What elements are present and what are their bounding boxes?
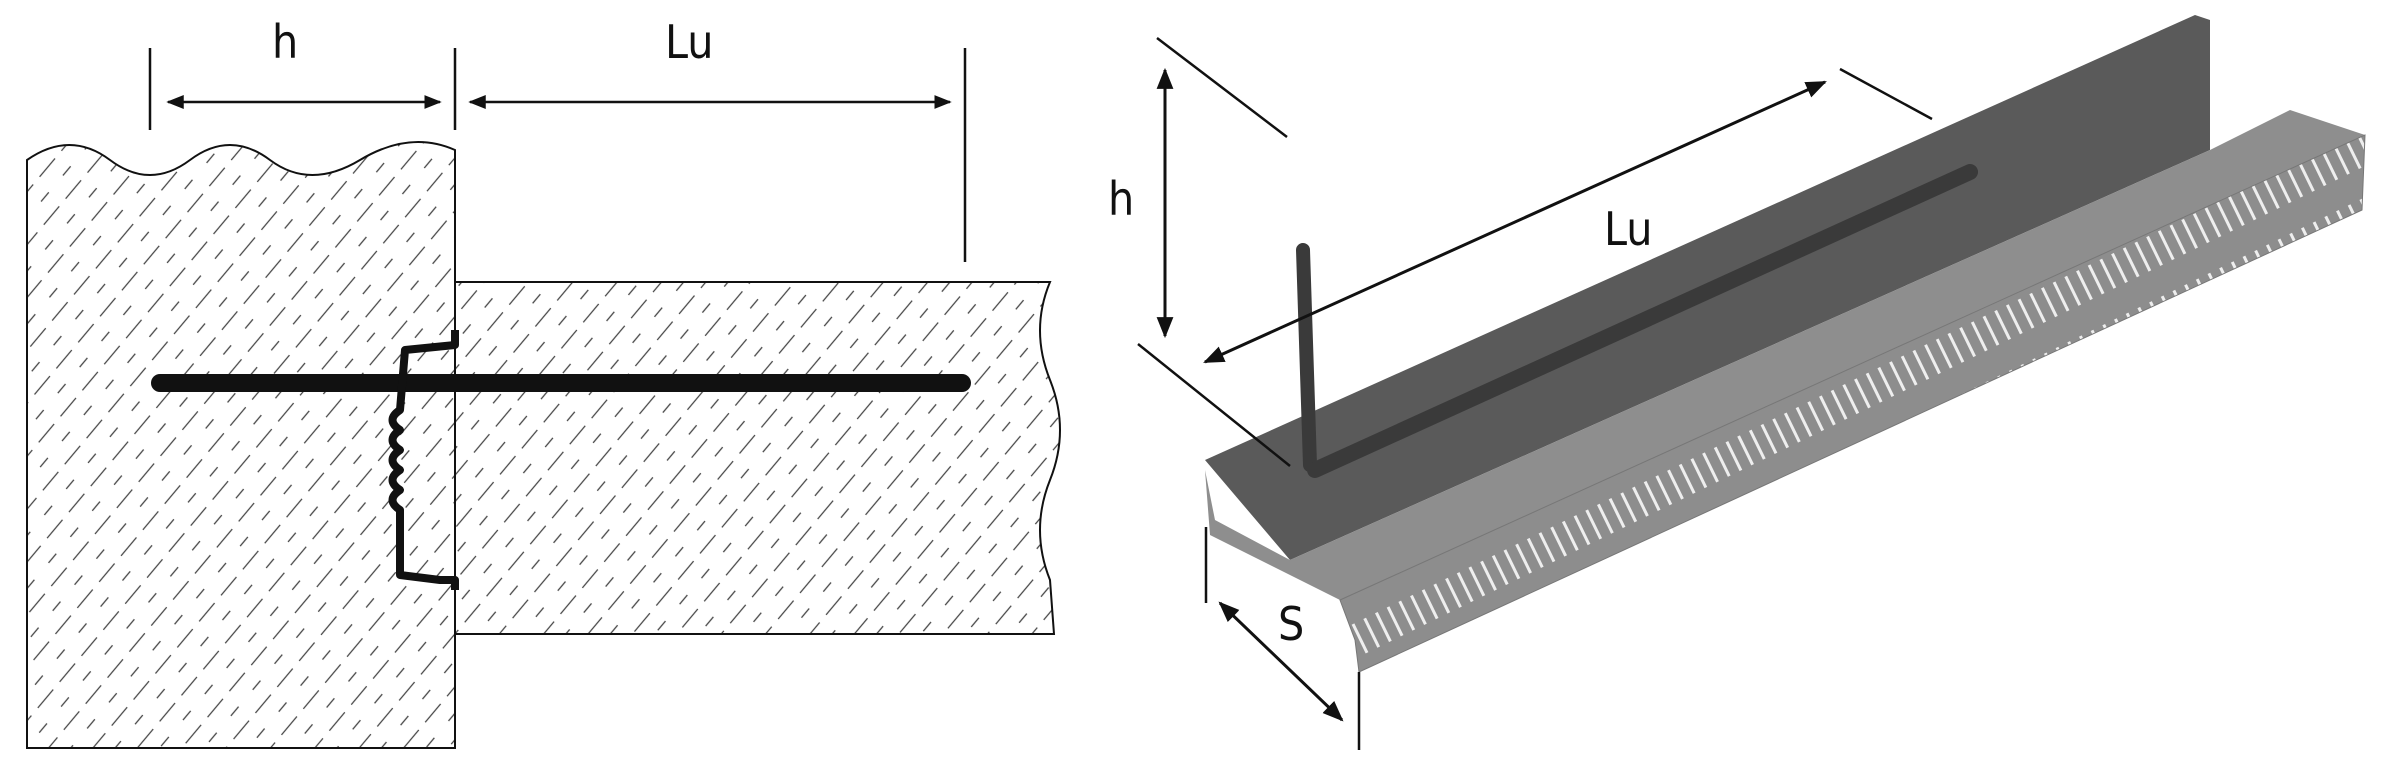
slab-block — [454, 281, 1061, 635]
section-drawing: h Lu — [26, 15, 1061, 749]
dim-h-label-right: h — [1108, 172, 1134, 226]
dim-lu-label: Lu — [665, 15, 713, 69]
profile-slitted-face — [1339, 134, 2366, 673]
wall-block — [26, 141, 456, 749]
dim-s-arrow — [1218, 601, 1344, 722]
dim-h-tick-top — [1156, 37, 1288, 138]
dim-s-label: S — [1278, 597, 1304, 651]
dim-h-tick-bottom — [1137, 343, 1291, 467]
dim-lu-tick — [1839, 67, 1933, 121]
dim-lu-label-right: Lu — [1604, 202, 1652, 256]
vertical-rebar — [1296, 243, 1317, 472]
isometric-drawing: h Lu S — [1108, 15, 2366, 750]
dim-lu-arrow — [1203, 80, 1827, 364]
dim-h-label: h — [272, 15, 298, 69]
connector-profile — [388, 330, 459, 590]
profile-top-face — [1205, 110, 2365, 600]
